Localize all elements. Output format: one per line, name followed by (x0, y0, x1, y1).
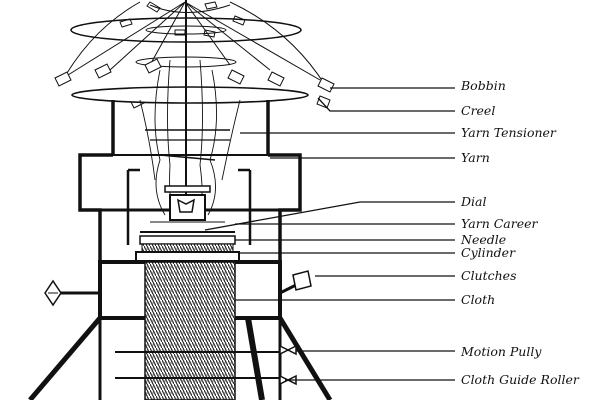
clutch-handle-right (279, 270, 312, 295)
label-yarn: Yarn (461, 150, 490, 165)
label-clutches: Clutches (461, 268, 517, 283)
label-motion-pully: Motion Pully (461, 344, 542, 359)
machine-legs (28, 316, 333, 400)
yarn-guide-wire (159, 154, 216, 161)
label-yarn-tensioner: Yarn Tensioner (461, 125, 556, 140)
cloth-tube (144, 261, 236, 400)
needle-cylinder (135, 235, 240, 263)
cloth-guide-roller (115, 351, 280, 379)
creel-disc (71, 86, 309, 104)
label-cloth: Cloth (461, 292, 496, 307)
motion-pulley-rod (245, 317, 265, 400)
motion-pulley (279, 344, 297, 386)
label-needle: Needle (461, 232, 507, 247)
bobbin-group-creel (54, 58, 335, 109)
yarn-tensioner (145, 129, 230, 141)
label-dial: Dial (461, 194, 487, 209)
dial-assembly (164, 185, 211, 221)
clutch-handle-left (44, 279, 100, 307)
label-cylinder: Cylinder (461, 245, 516, 260)
label-yarn-career: Yarn Career (461, 216, 538, 231)
label-bobbin: Bobbin (461, 78, 506, 93)
callout-lines (204, 87, 455, 381)
label-cloth-guide-roller: Cloth Guide Roller (461, 372, 579, 387)
inner-frame (126, 168, 252, 245)
yarn-carrier-ring (140, 221, 235, 233)
label-creel: Creel (461, 103, 496, 118)
